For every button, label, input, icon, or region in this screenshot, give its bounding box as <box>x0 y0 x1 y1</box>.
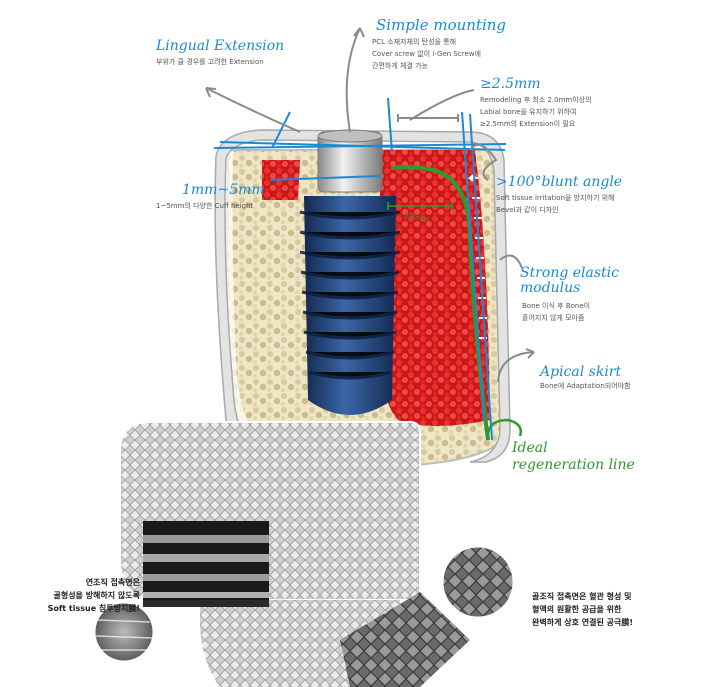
sem-circle-left <box>92 600 156 664</box>
callout-line: 연조직 접촉면은 <box>85 578 140 587</box>
sem-cross-section <box>143 521 269 607</box>
note-line: Labial bone을 유지하기 위하여 <box>480 108 577 116</box>
regeneration-title-line: Ideal <box>512 440 548 456</box>
soft-tissue-callout: 연조직 접촉면은 골형성을 방해하지 않도록 Soft tissue 침투방지膜… <box>30 576 140 615</box>
sem-circle-left-texture <box>95 619 153 651</box>
apical-skirt-note: Bone에 Adaptation되어야함 <box>540 380 631 392</box>
cuff-height-title: 1mm~5mm <box>182 182 265 198</box>
note-line: ≥2.5mm의 Extension이 필요 <box>480 120 576 128</box>
lingual-extension-note: 부위가 클 경우를 고려한 Extension <box>156 56 264 68</box>
note-line: Soft tissue irritation을 방지하기 위해 <box>496 194 615 202</box>
note-line: 부위가 클 경우를 고려한 Extension <box>156 58 264 66</box>
bone-graft-region <box>379 150 490 426</box>
gap-title: ≥2.5mm <box>480 76 541 92</box>
gap-note: Remodeling 후 최소 2.0mm이상의 Labial bone을 유지… <box>480 94 592 130</box>
sketch-arrows <box>205 27 535 383</box>
sem-circle-right <box>440 544 516 620</box>
regeneration-title: Ideal regeneration line <box>512 440 635 474</box>
note-line: 흩어지지 않게 모아줌 <box>522 314 585 322</box>
elastic-modulus-title-line: modulus <box>520 280 581 296</box>
sketch-lines <box>213 97 507 441</box>
note-line: Cover screw 없이 i-Gen Screw에 <box>372 50 481 58</box>
measure-arrow <box>387 202 453 210</box>
regeneration-title-line: regeneration line <box>512 457 635 473</box>
blunt-angle-title: >100°blunt angle <box>496 174 623 190</box>
note-line: Remodeling 후 최소 2.0mm이상의 <box>480 96 592 104</box>
sem-surface-tile <box>340 592 470 687</box>
elastic-modulus-note: Bone 이식 후 Bone이 흩어지지 않게 모아줌 <box>522 300 590 324</box>
note-line: Bone 이식 후 Bone이 <box>522 302 591 310</box>
callout-line: 완벽하게 상호 연결된 공극膜! <box>532 618 633 627</box>
note-line: PCL 소재자체의 탄성을 통해 <box>372 38 457 46</box>
apical-skirt-title: Apical skirt <box>540 364 622 380</box>
elastic-modulus-title: Strong elastic modulus <box>520 266 619 296</box>
note-line: 1~5mm의 다양한 Cuff height <box>156 202 254 210</box>
callout-line: 혈액의 원활한 공급을 위한 <box>532 605 622 614</box>
simple-mounting-title: Simple mounting <box>376 16 507 34</box>
regeneration-hook <box>486 418 522 441</box>
note-line: Bone에 Adaptation되어야함 <box>540 382 631 390</box>
blunt-angle-note: Soft tissue irritation을 방지하기 위해 Bevel과 같… <box>496 192 614 216</box>
implant-body <box>299 196 401 415</box>
simple-mounting-note: PCL 소재자체의 탄성을 통해 Cover screw 없이 i-Gen Sc… <box>372 36 481 72</box>
membrane-shell <box>214 129 511 469</box>
callout-line: 골형성을 방해하지 않도록 <box>53 591 140 600</box>
callout-line: 골조직 접촉면은 혈관 형성 및 <box>532 592 632 601</box>
lingual-extension-title: Lingual Extension <box>156 38 285 54</box>
note-line: 간편하게 체결 가능 <box>372 62 428 70</box>
note-line: Bevel과 같이 디자인 <box>496 206 559 214</box>
cuff-height-note: 1~5mm의 다양한 Cuff height <box>156 200 253 212</box>
bone-contact-callout: 골조직 접촉면은 혈관 형성 및 혈액의 원활한 공급을 위한 완벽하게 상호 … <box>532 590 633 629</box>
elastic-modulus-title-line: Strong elastic <box>520 265 620 281</box>
callout-line: Soft tissue 침투방지膜! <box>47 604 140 613</box>
